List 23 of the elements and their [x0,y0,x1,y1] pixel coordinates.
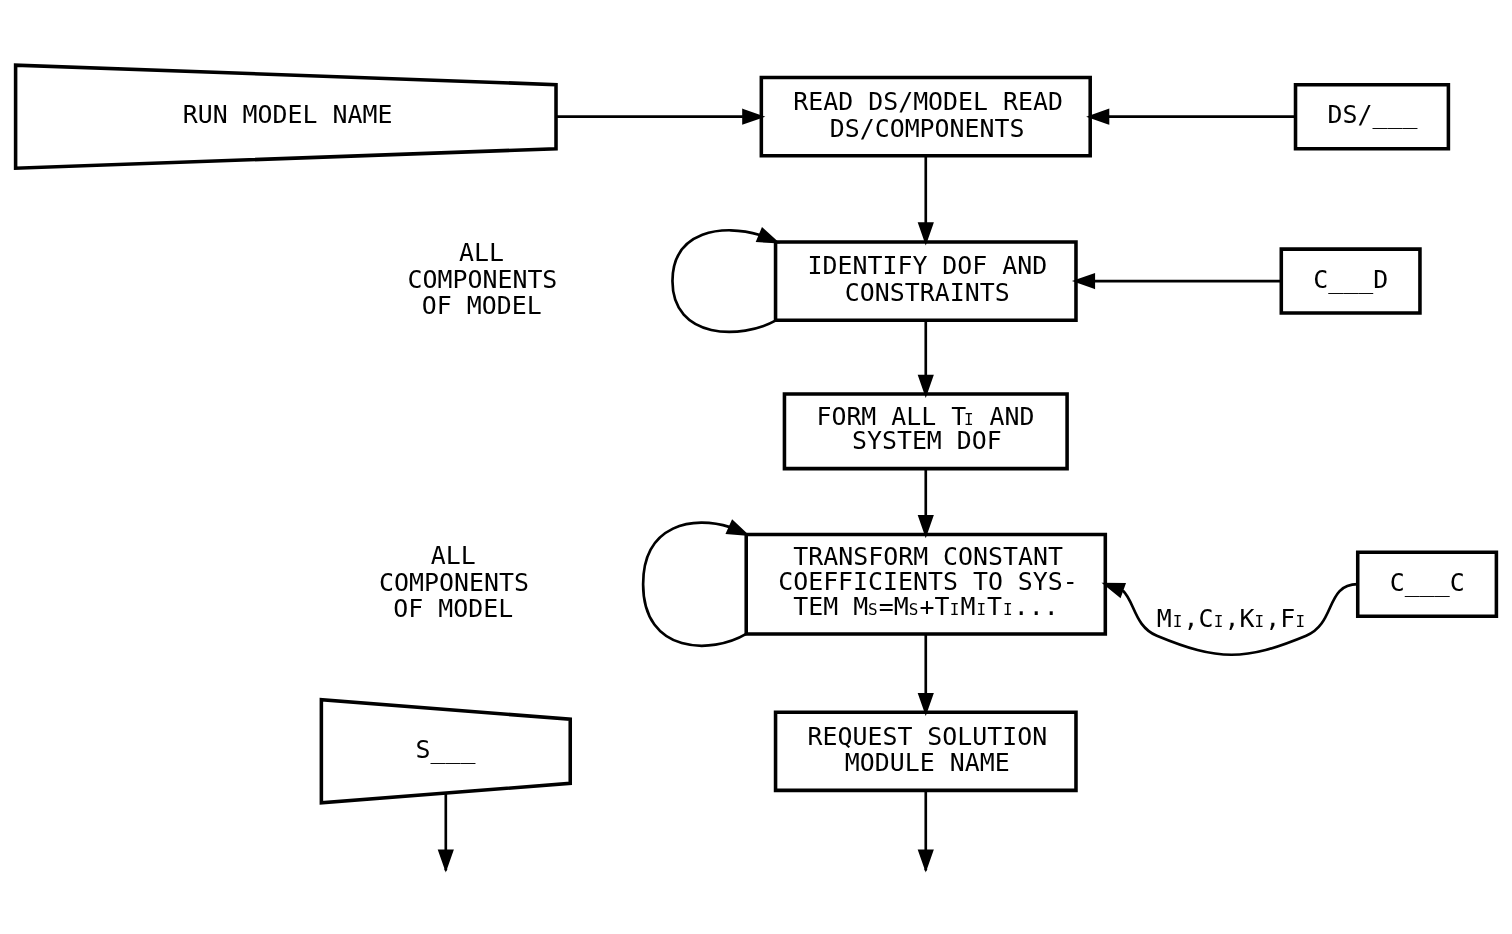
arrow [917,468,934,538]
node-box: DS/___ [1293,82,1451,150]
node-box: IDENTIFY DOF AND CONSTRAINTS [773,239,1078,322]
arrow [1071,272,1282,289]
node-box: C___C [1355,549,1499,618]
node-box: TRANSFORM CONSTANT COEFFICIENTS TO SYS- TEM MS=MS+TIMITI... [744,532,1108,636]
arrow [671,226,781,333]
node-box: S___ [319,697,572,805]
node-box: RUN MODEL NAME [13,62,558,170]
label: ALL COMPONENTS OF MODEL [379,540,529,623]
arrow [1101,582,1358,656]
arrow [917,156,934,245]
arrow [641,518,750,647]
arrow [556,108,766,125]
node-box: C___D [1279,246,1422,315]
arrow [917,320,934,398]
node-box: FORM ALL TI AND SYSTEM DOF [782,391,1069,470]
arrow [917,633,934,716]
arrow [1086,108,1296,125]
label: ALL COMPONENTS OF MODEL [407,237,558,320]
edge-label: MI,CI,KI,FI [1156,603,1306,633]
node-box: REQUEST SOLUTION MODULE NAME [773,709,1078,792]
node-box: READ DS/MODEL READ DS/COMPONENTS [759,75,1092,158]
